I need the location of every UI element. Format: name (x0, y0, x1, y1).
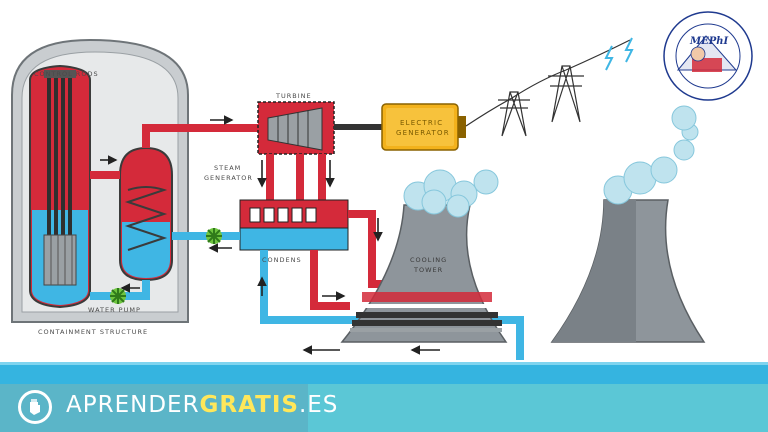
turbine (257, 101, 382, 155)
brand-part-es: .ES (298, 392, 339, 418)
control-rod (61, 78, 65, 256)
pump-icon (206, 228, 222, 244)
cooling-tower-secondary (550, 199, 706, 343)
label-control-rods: CONTROL RODS (34, 70, 99, 78)
brand-part-gratis: GRATIS (199, 392, 299, 418)
power-lines (465, 39, 631, 137)
footer-banner: APRENDERGRATIS.ES (0, 384, 768, 432)
control-rod (54, 78, 58, 256)
brand-wordmark: APRENDERGRATIS.ES (66, 392, 338, 418)
cooling-hot-pipe (348, 210, 390, 288)
ground-water-strip (0, 362, 768, 384)
nuclear-plant-diagram: CONTROL RODS TURBINE ELECTRIC GENERATOR … (0, 11, 768, 384)
label-electric-generator-1: ELECTRIC (400, 119, 443, 127)
control-rod (68, 78, 72, 256)
label-containment-structure: CONTAINMENT STRUCTURE (38, 328, 148, 336)
steam-cloud (403, 169, 499, 218)
mephi-logo-text: MEPhI (689, 36, 728, 47)
flow-arrows (100, 115, 440, 355)
label-water-pump: WATER PUMP (88, 306, 141, 314)
reactor-core (43, 234, 77, 286)
lightning-icon (604, 45, 614, 71)
steam-generator-vessel (119, 146, 173, 282)
label-turbine: TURBINE (275, 92, 312, 100)
label-steam-generator-1: STEAM (214, 164, 241, 172)
label-condenser: CONDENS (262, 256, 302, 264)
fist-icon (18, 390, 52, 424)
primary-cold-pipe (90, 280, 150, 300)
pylon (548, 65, 584, 123)
label-electric-generator-2: GENERATOR (396, 129, 450, 137)
condenser (239, 199, 349, 251)
steam-cloud (603, 105, 699, 205)
lightning-icon (624, 37, 634, 63)
label-cooling-tower-1: COOLING (410, 256, 447, 264)
brand-part-aprender: APRENDER (66, 392, 200, 418)
pylon (498, 91, 530, 137)
control-rod (47, 78, 51, 256)
label-steam-generator-2: GENERATOR (204, 174, 253, 182)
cooling-tower (340, 204, 508, 343)
label-cooling-tower-2: TOWER (413, 266, 443, 274)
footer-brand-area[interactable]: APRENDERGRATIS.ES (0, 384, 337, 432)
reactor-vessel (29, 64, 91, 309)
mephi-logo (663, 11, 753, 101)
steam-pipe (142, 124, 258, 148)
water-pump-icon (110, 288, 126, 304)
electric-generator (381, 103, 466, 151)
